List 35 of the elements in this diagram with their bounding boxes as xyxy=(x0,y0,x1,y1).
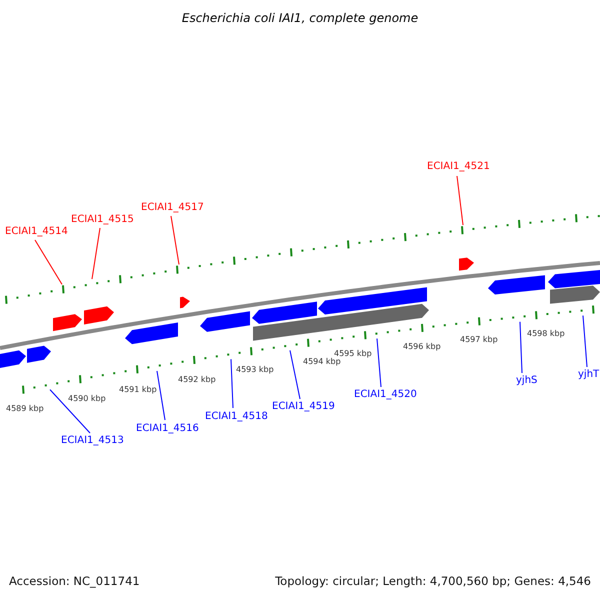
scale-label: 4595 kbp xyxy=(334,350,372,358)
gene-label: ECIAI1_4519 xyxy=(272,402,335,412)
scale-label: 4590 kbp xyxy=(68,395,106,403)
gene-label: ECIAI1_4516 xyxy=(136,424,199,434)
scale-label: 4597 kbp xyxy=(460,336,498,344)
leader-line xyxy=(34,240,62,285)
gene-label: yjhT xyxy=(578,370,600,380)
gene-label: ECIAI1_4513 xyxy=(61,436,124,446)
footer-text: Accession: NC_011741 xyxy=(9,576,140,588)
scale-label: 4596 kbp xyxy=(403,343,441,351)
gene-label: ECIAI1_4517 xyxy=(141,203,204,213)
gene-label: ECIAI1_4514 xyxy=(5,227,68,237)
gene-label: ECIAI1_4515 xyxy=(71,215,134,225)
leader-line xyxy=(290,350,300,400)
scale-label: 4589 kbp xyxy=(6,405,44,413)
scale-label: 4592 kbp xyxy=(178,376,216,384)
leader-line xyxy=(520,321,522,374)
title: Escherichia coli IAI1, complete genome xyxy=(180,12,420,24)
leader-line xyxy=(456,176,464,226)
scale-label: 4591 kbp xyxy=(119,386,157,394)
leader-line xyxy=(376,338,382,388)
leader-line xyxy=(582,315,588,368)
leader-line xyxy=(230,358,234,408)
scale-label: 4598 kbp xyxy=(527,330,565,338)
gene-label: yjhS xyxy=(516,376,538,386)
scale-label: 4594 kbp xyxy=(303,358,341,366)
leader-line xyxy=(92,228,100,280)
leader-line xyxy=(156,370,166,420)
scale-label: 4593 kbp xyxy=(236,366,274,374)
footer-text: Topology: circular; Length: 4,700,560 bp; Genes: 4,546 xyxy=(275,576,591,588)
leader-line xyxy=(50,389,90,434)
gene-label: ECIAI1_4521 xyxy=(427,162,490,172)
leader-line xyxy=(170,216,180,265)
gene-label: ECIAI1_4518 xyxy=(205,412,268,422)
gene-label: ECIAI1_4520 xyxy=(354,390,417,400)
